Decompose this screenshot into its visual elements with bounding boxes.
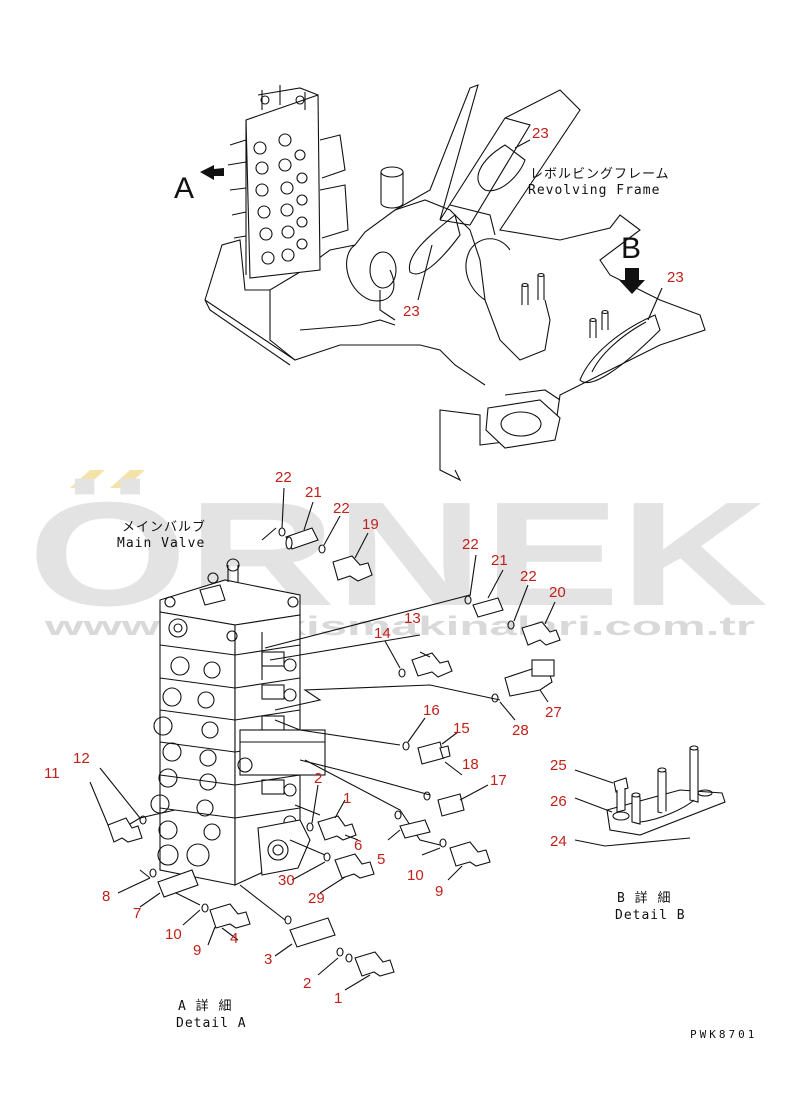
drawing-reference: PWK8701 (690, 1028, 757, 1041)
callout-23-a: 23 (532, 125, 549, 142)
callout-22: 22 (275, 469, 292, 486)
detail-a-view: メインバルブ Main Valve (44, 469, 566, 1031)
callout-4: 4 (230, 930, 238, 947)
view-a-letter: A (174, 172, 194, 205)
callout-13: 13 (404, 610, 421, 627)
callout-1: 1 (334, 990, 342, 1007)
callout-19: 19 (362, 516, 379, 533)
callout-23-b: 23 (403, 303, 420, 320)
revolving-frame-label-jp: レボルビングフレーム (530, 167, 670, 182)
callout-9: 9 (435, 883, 443, 900)
callout-10: 10 (407, 867, 424, 884)
callout-30: 30 (278, 872, 295, 889)
watermark: ÖRNEK www.ornekismakinalari.com.tr (28, 470, 768, 641)
callout-12: 12 (73, 750, 90, 767)
callout-21: 21 (305, 484, 322, 501)
callout-11: 11 (44, 765, 60, 782)
callout-26: 26 (550, 793, 567, 810)
view-b-letter: B (621, 232, 641, 265)
main-valve-label-jp: メインバルブ (122, 519, 206, 535)
callout-3: 3 (264, 951, 272, 968)
callout-21: 21 (491, 552, 508, 569)
main-valve-body (150, 558, 326, 886)
fittings (89, 487, 561, 991)
main-valve-label-en: Main Valve (117, 536, 205, 551)
detail-b-view: 25 26 24 B 詳 細 Detail B (550, 745, 726, 923)
callout-8: 8 (102, 888, 110, 905)
callout-17: 17 (490, 772, 507, 789)
callout-9: 9 (193, 942, 201, 959)
detail-a-title-en: Detail A (176, 1016, 247, 1031)
watermark-url: www.ornekismakinalari.com.tr (43, 611, 756, 641)
revolving-frame-label-en: Revolving Frame (528, 183, 660, 198)
revolving-frame-view: A B レボルビングフレーム Revolving Frame 23 23 23 (174, 84, 706, 482)
callout-22: 22 (520, 568, 537, 585)
callout-22: 22 (333, 500, 350, 517)
callout-7: 7 (133, 905, 141, 922)
callout-10: 10 (165, 926, 182, 943)
main-valve-top-view (227, 85, 349, 279)
callout-6: 6 (354, 837, 362, 854)
callout-25: 25 (550, 757, 567, 774)
callout-1: 1 (343, 790, 351, 807)
detail-b-title-en: Detail B (615, 908, 686, 923)
callout-16: 16 (423, 702, 440, 719)
callouts-detail-a: 22 21 22 19 22 21 22 20 14 13 27 28 16 1… (44, 469, 566, 1007)
callout-22: 22 (462, 536, 479, 553)
callout-29: 29 (308, 890, 325, 907)
watermark-brand: ÖRNEK (28, 472, 768, 637)
callout-2: 2 (303, 975, 311, 992)
callout-15: 15 (453, 720, 470, 737)
callout-28: 28 (512, 722, 529, 739)
callout-14: 14 (374, 625, 391, 642)
callout-2: 2 (314, 770, 322, 787)
callout-5: 5 (377, 851, 385, 868)
detail-b-title-jp: B 詳 細 (617, 890, 671, 906)
callout-27: 27 (545, 704, 562, 721)
detail-a-title-jp: A 詳 細 (178, 998, 232, 1014)
callout-23-c: 23 (667, 269, 684, 286)
callout-24: 24 (550, 833, 567, 850)
callout-20: 20 (549, 584, 566, 601)
callout-18: 18 (462, 756, 479, 773)
